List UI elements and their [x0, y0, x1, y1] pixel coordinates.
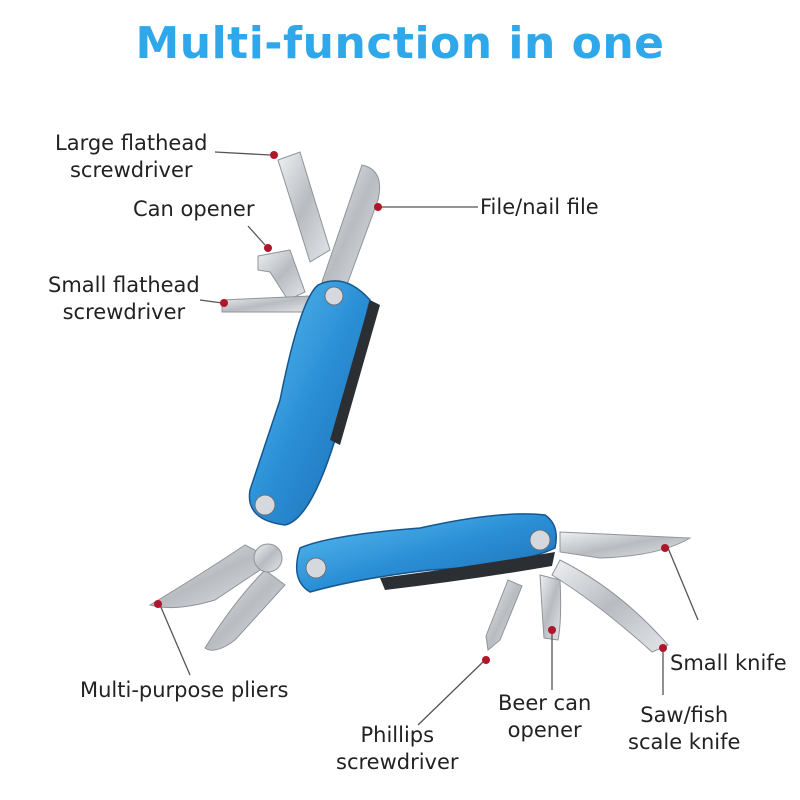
leader-phillips — [417, 659, 486, 726]
lower-screw-left — [305, 557, 327, 579]
leader-small-knife — [667, 547, 699, 621]
upper-screw — [324, 286, 344, 306]
label-small-knife: Small knife — [670, 651, 787, 675]
marker-beer-opener — [548, 626, 556, 634]
leader-can-opener — [247, 225, 266, 246]
small-knife-blade — [559, 531, 692, 559]
label-can-opener: Can opener — [133, 197, 255, 221]
label-pliers: Multi-purpose pliers — [80, 678, 289, 702]
lower-handle-liner — [380, 552, 555, 590]
upper-handle — [248, 280, 371, 526]
marker-small-flathead — [220, 299, 228, 307]
marker-can-opener — [264, 244, 272, 252]
page-title: Multi-function in one — [135, 18, 665, 69]
beer-opener-blade — [539, 574, 562, 641]
file-blade — [321, 164, 381, 291]
label-file: File/nail file — [480, 195, 599, 219]
pliers-jaw-upper — [148, 544, 276, 609]
marker-dots — [154, 151, 669, 664]
lower-screw-right — [529, 529, 551, 551]
leader-small-flathead — [199, 299, 223, 304]
large-flathead-blade — [277, 151, 331, 263]
lower-handle — [295, 513, 557, 593]
leader-pliers — [159, 604, 191, 676]
leader-large-flathead — [214, 151, 271, 156]
marker-phillips — [482, 656, 490, 664]
leader-lines — [159, 151, 699, 726]
marker-saw-knife — [659, 644, 667, 652]
middle-screw — [254, 494, 276, 516]
saw-knife-blade — [551, 559, 669, 653]
marker-large-flathead — [270, 151, 278, 159]
small-flathead-blade — [221, 295, 313, 313]
upper-handle-liner — [330, 300, 380, 445]
phillips-blade — [485, 579, 523, 651]
can-opener-blade — [257, 249, 306, 301]
marker-pliers — [154, 600, 162, 608]
marker-small-knife — [661, 544, 669, 552]
pliers-pivot — [253, 543, 283, 573]
marker-file — [374, 203, 382, 211]
